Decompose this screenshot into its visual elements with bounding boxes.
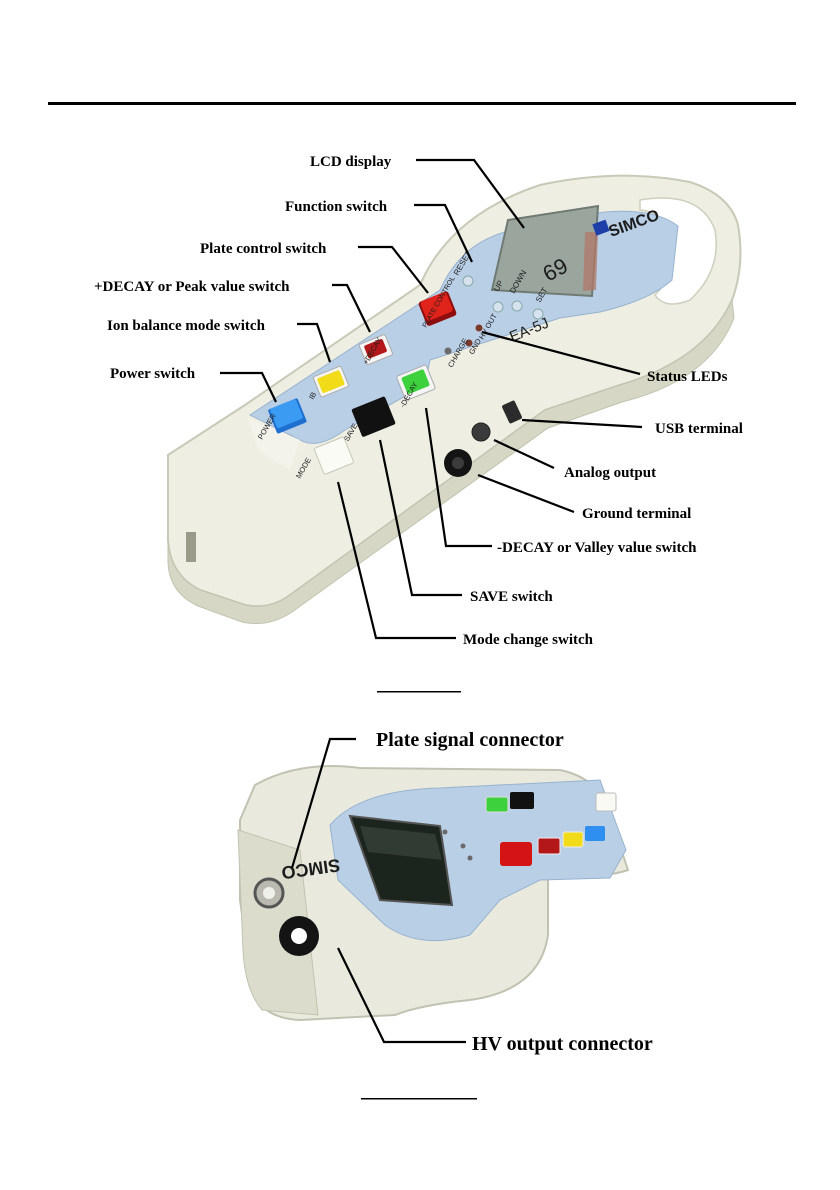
device-top-photo: SIMCO (237, 765, 630, 1022)
ion-balance-switch-label: Ion balance mode switch (107, 318, 266, 334)
plate-control-switch-label: Plate control switch (200, 241, 327, 257)
save-switch-label: SAVE switch (470, 589, 553, 605)
device2-black-button[interactable] (510, 792, 534, 809)
lower-panel (248, 418, 300, 470)
power-switch-label: Power switch (110, 366, 196, 382)
device2-front-face (237, 829, 319, 1016)
device2-led-2 (460, 843, 466, 849)
labels-fig1: LCD display Function switch Plate contro… (94, 154, 743, 648)
plate-signal-connector-inner (263, 887, 275, 899)
plus-decay-switch-label: +DECAY or Peak value switch (94, 279, 290, 295)
device2-led-3 (467, 855, 473, 861)
hv-output-connector-inner (291, 928, 307, 944)
labels-fig2: Plate signal connector HV output connect… (376, 729, 653, 1055)
device2-red-button[interactable] (500, 842, 532, 866)
usb-port (502, 400, 522, 424)
minus-decay-button[interactable] (396, 364, 436, 401)
device-side (167, 298, 735, 625)
device2-blue-button[interactable] (585, 826, 605, 841)
top-rule (48, 102, 796, 105)
plus-decay-button[interactable] (358, 334, 393, 365)
lcd-display-label: LCD display (310, 154, 392, 170)
charge-led (444, 347, 452, 355)
ib-label: IB (307, 390, 318, 401)
minus-decay-switch-label: -DECAY or Valley value switch (497, 540, 697, 556)
up-button[interactable] (492, 301, 504, 313)
device2-lcd-highlight (360, 826, 442, 860)
plate-control-button[interactable] (418, 291, 457, 327)
lcd-window (583, 232, 598, 291)
belt-clip (186, 532, 196, 562)
function-switch-label: Function switch (285, 199, 388, 215)
device2-yellow-button[interactable] (562, 831, 584, 848)
device2-led-1 (442, 829, 448, 835)
caption-underline-1 (377, 691, 461, 693)
caption-underline-2 (361, 1098, 477, 1100)
leader-lines-fig1 (220, 158, 643, 640)
mode-change-switch-label: Mode change switch (463, 632, 594, 648)
save-button[interactable] (351, 396, 396, 437)
ground-terminal-inner (452, 457, 464, 469)
ground-terminal-label: Ground terminal (582, 506, 691, 522)
hv-out-led (475, 324, 483, 332)
brand-badge-front (592, 219, 610, 236)
lcd-screen (490, 204, 600, 298)
ib-button[interactable] (313, 365, 349, 398)
device2-darkred-button[interactable] (537, 837, 561, 855)
plate-signal-connector-label: Plate signal connector (376, 729, 564, 751)
hv-output-connector-label: HV output connector (472, 1033, 653, 1055)
down-button[interactable] (511, 300, 523, 312)
set-button[interactable] (532, 308, 544, 320)
device-front-photo: 69 SIMCO EA-5J RESET UP DOWN SET HV OUT … (167, 174, 742, 625)
gnd-led (465, 339, 473, 347)
device2-white-button[interactable] (595, 792, 617, 812)
leader-lines-fig2 (290, 737, 466, 1044)
reset-button[interactable] (462, 275, 474, 287)
device2-green-button[interactable] (485, 796, 509, 813)
status-leds-label: Status LEDs (647, 369, 728, 385)
analog-output-port (471, 422, 491, 442)
analog-output-label: Analog output (564, 465, 656, 481)
usb-terminal-label: USB terminal (655, 421, 743, 437)
mode-button[interactable] (313, 436, 354, 475)
power-button[interactable] (268, 398, 307, 434)
